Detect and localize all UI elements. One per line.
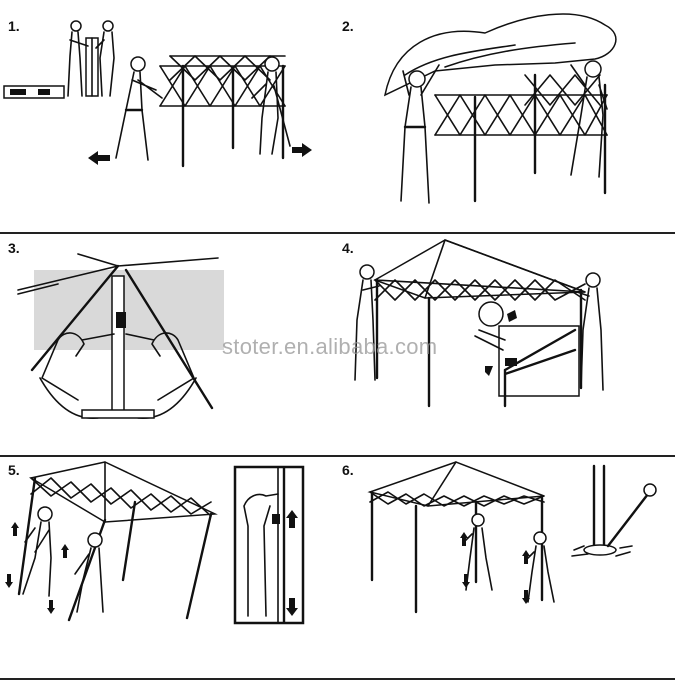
- step-5-inset-panel: [234, 466, 304, 626]
- step-3-illustration: [18, 250, 238, 420]
- step-1-illustration: [0, 18, 330, 198]
- step-number-2: 2.: [342, 18, 354, 34]
- step-number-6: 6.: [342, 462, 354, 478]
- step-6-illustration: [368, 462, 578, 622]
- step-4-illustration: [345, 240, 645, 410]
- step-2-illustration: [375, 5, 675, 205]
- divider-rule-1: [0, 232, 675, 234]
- watermark-text: stoter.en.alibaba.com: [222, 334, 437, 360]
- divider-rule-2: [0, 455, 675, 457]
- divider-rule-3: [0, 678, 675, 680]
- step-5-illustration: [5, 462, 225, 622]
- stake-detail: [570, 466, 660, 576]
